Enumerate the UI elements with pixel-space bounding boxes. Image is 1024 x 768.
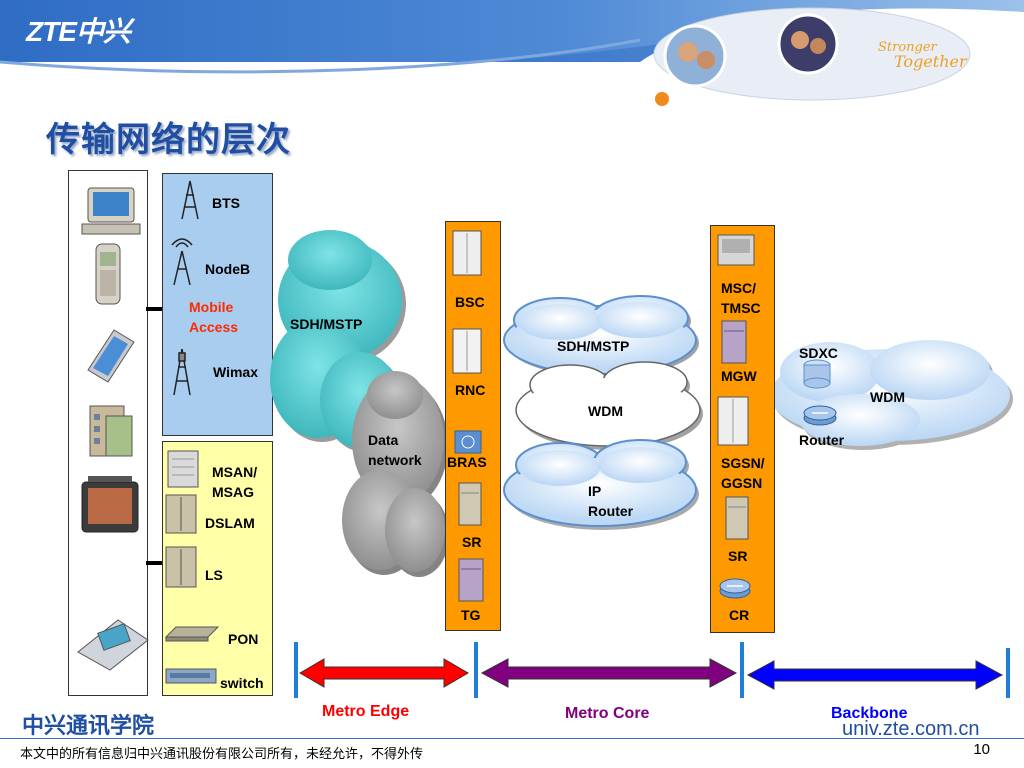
access-connectors <box>146 307 162 565</box>
sdh-mstp-mid-cloud <box>503 295 699 377</box>
sr-label-2: SR <box>728 548 748 564</box>
bsc-label: BSC <box>455 294 485 310</box>
backbone-arrow <box>746 660 1004 690</box>
footer-school-name: 中兴通讯学院 <box>22 713 155 739</box>
metro-core-label: Metro Core <box>565 705 650 722</box>
tg-server-icon <box>458 558 484 602</box>
sdxc-icon <box>803 359 831 389</box>
data-network-cloud <box>342 371 449 577</box>
mgw-label: MGW <box>721 368 757 384</box>
building-icon <box>89 405 133 457</box>
ls-label: LS <box>205 567 223 583</box>
backbone-label: Backbone <box>831 705 908 722</box>
slogan-stronger: Stronger <box>878 40 937 55</box>
bsc-rack-icon <box>452 230 482 276</box>
mobile-access-box <box>162 173 273 436</box>
header-band <box>0 0 1024 108</box>
fixed-access-icons <box>164 450 220 684</box>
sr-server-icon-2 <box>725 496 749 540</box>
computer-icon <box>81 187 141 235</box>
switch-label: switch <box>220 675 264 691</box>
pda-icon <box>87 329 135 383</box>
slogan-together: Together <box>894 52 967 71</box>
mobile-access-icons <box>171 180 199 396</box>
msan-cabinet-icon <box>167 450 199 488</box>
pon-label: PON <box>228 631 259 647</box>
rnc-label: RNC <box>455 382 486 398</box>
core-node-icons <box>717 234 755 599</box>
wimax-tower-icon <box>173 348 191 396</box>
ip-router-label: IP Router <box>588 483 634 519</box>
bras-label: BRAS <box>447 454 487 470</box>
nodeb-antenna-icon <box>171 238 193 286</box>
sdh-mstp-mid-label: SDH/MSTP <box>557 338 630 354</box>
bts-label: BTS <box>212 195 240 211</box>
edge-node-icons <box>452 230 484 602</box>
page-number: 10 <box>973 741 990 758</box>
mobile-access-label: Mobile Access <box>189 299 239 335</box>
bras-device-icon <box>454 430 482 454</box>
msc-server-icon <box>717 234 755 266</box>
pon-device-icon <box>164 626 220 642</box>
tv-icon <box>81 476 139 533</box>
footer-url: univ.zte.com.cn <box>842 718 980 740</box>
rnc-rack-icon <box>452 328 482 374</box>
msan-msag-label: MSAN/ MSAG <box>212 464 258 500</box>
nodeb-label: NodeB <box>205 261 251 277</box>
backbone-router-icon <box>803 405 837 426</box>
wdm-mid-cloud <box>515 361 703 450</box>
msc-tmsc-label: MSC/ TMSC <box>721 280 761 316</box>
mobile-phone-icon <box>95 243 121 305</box>
wdm-mid-label: WDM <box>588 403 623 419</box>
data-network-label: Data network <box>368 432 422 468</box>
sdh-mstp-left-label: SDH/MSTP <box>290 316 363 332</box>
range-divider-3 <box>740 642 744 698</box>
router-label: Router <box>799 432 845 448</box>
footer-copyright: 本文中的所有信息归中兴通讯股份有限公司所有，未经允许，不得外传 <box>20 747 424 762</box>
range-divider-2 <box>474 642 478 698</box>
metro-core-arrow <box>480 658 738 688</box>
sgsn-ggsn-label: SGSN/ GGSN <box>721 455 765 491</box>
mgw-server-icon <box>721 320 747 364</box>
range-divider-4 <box>1006 648 1010 698</box>
cr-router-icon <box>719 578 751 599</box>
tg-label: TG <box>461 607 481 623</box>
wimax-label: Wimax <box>213 364 259 380</box>
end-devices <box>77 187 149 671</box>
dslam-cabinet-icon <box>165 494 197 534</box>
metro-edge-arrow <box>299 658 469 688</box>
zte-logo: ZTE中兴 <box>26 16 131 47</box>
wdm-backbone-label: WDM <box>870 389 905 405</box>
page-title: 传输网络的层次 <box>46 120 291 160</box>
sdh-mstp-left-cloud <box>270 230 406 452</box>
bts-tower-icon <box>181 180 199 220</box>
network-range-arrows <box>294 642 1010 698</box>
cr-label: CR <box>729 607 750 623</box>
sr-label-1: SR <box>462 534 482 550</box>
telephone-icon <box>77 619 149 671</box>
footer-divider <box>0 738 1024 739</box>
sr-server-icon <box>458 482 482 526</box>
sdxc-label: SDXC <box>799 345 838 361</box>
metro-edge-label: Metro Edge <box>322 703 410 720</box>
dslam-label: DSLAM <box>205 515 255 531</box>
range-divider-1 <box>294 642 298 698</box>
ip-router-cloud <box>503 439 699 530</box>
switch-device-icon <box>165 668 217 684</box>
sgsn-rack-icon <box>717 396 749 446</box>
ls-cabinet-icon <box>165 546 197 588</box>
